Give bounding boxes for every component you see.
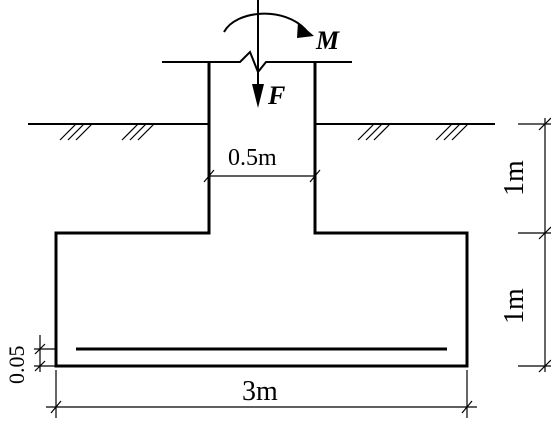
force-label: F xyxy=(267,81,285,110)
upper-height-label: 1m xyxy=(499,160,530,196)
column-break-line xyxy=(162,50,352,74)
moment-label: M xyxy=(315,26,340,55)
moment-arrowhead xyxy=(297,22,314,38)
footing-outline xyxy=(54,62,469,368)
moment-arc xyxy=(223,12,307,33)
force-arrowhead xyxy=(252,84,264,108)
base-width-label: 3m xyxy=(242,376,278,407)
cover-label: 0.05 xyxy=(4,346,29,385)
lower-height-label: 1m xyxy=(499,288,530,324)
soil-hatching xyxy=(59,123,469,141)
column-width-label: 0.5m xyxy=(228,145,277,171)
